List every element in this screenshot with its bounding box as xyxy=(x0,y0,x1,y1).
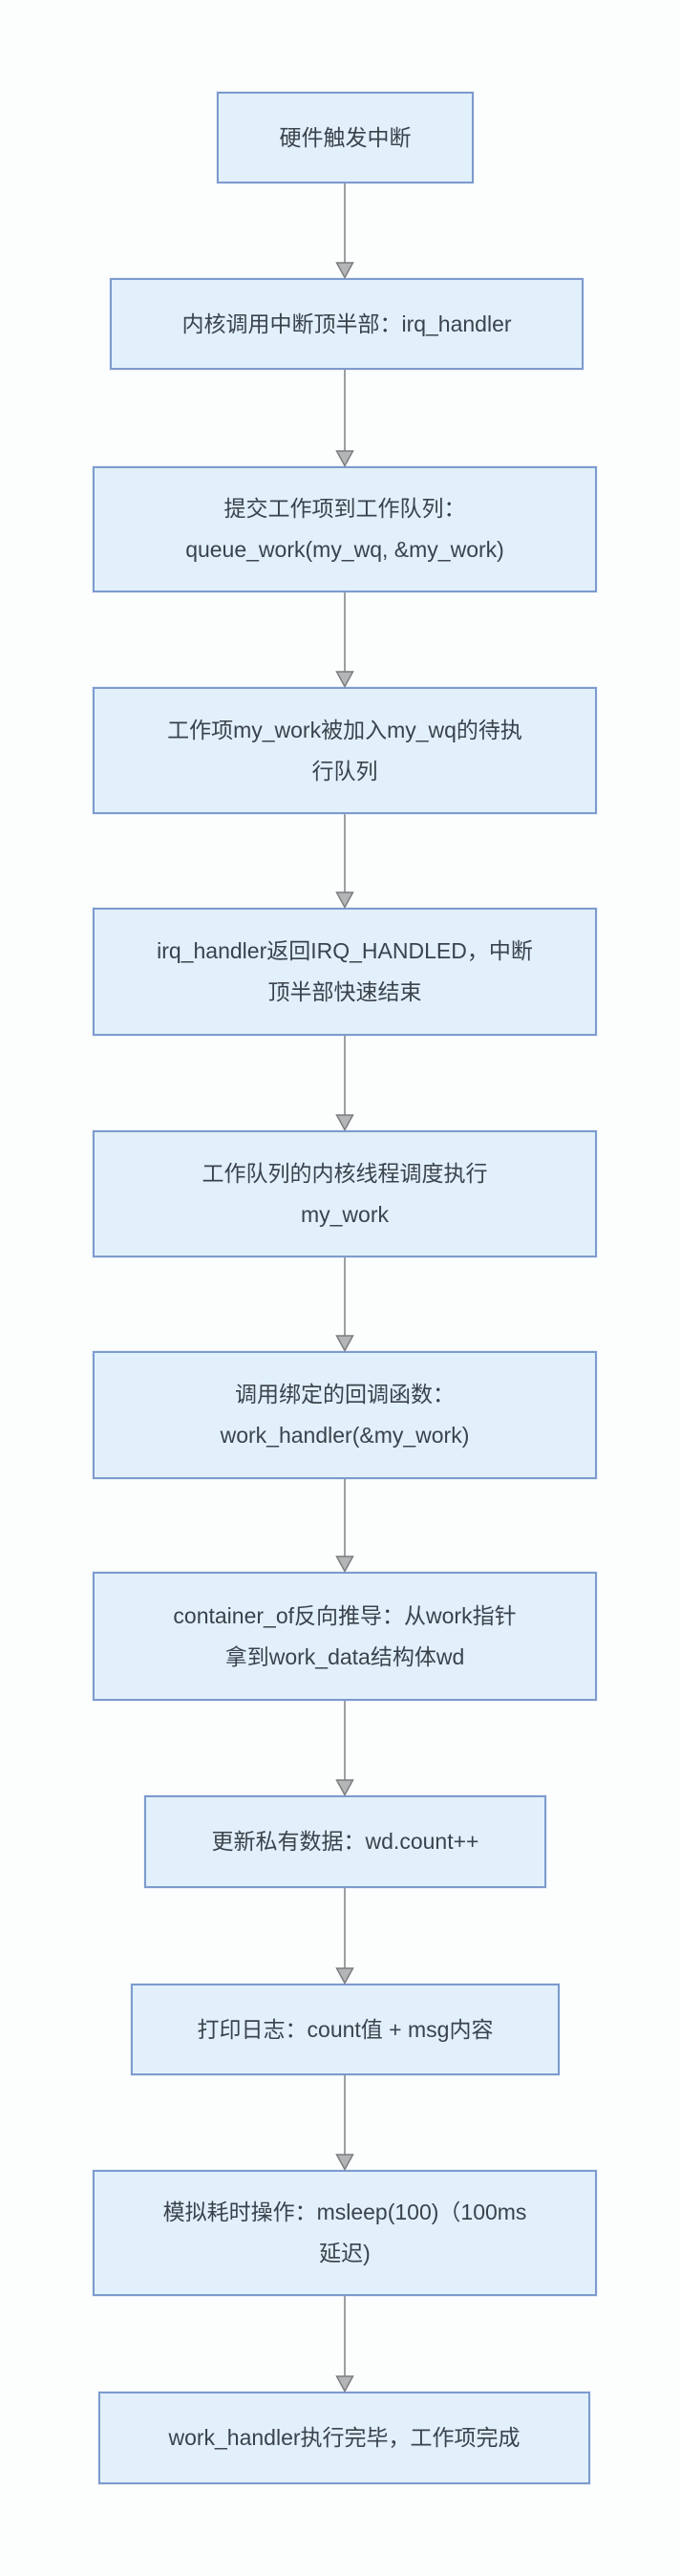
connector-line xyxy=(344,2075,346,2157)
connector-line xyxy=(344,814,346,894)
flow-node-12-label: work_handler执行完毕，工作项完成 xyxy=(168,2425,521,2450)
flow-node-6-label: 工作队列的内核线程调度执行 xyxy=(202,1160,488,1186)
flow-node-5: irq_handler返回IRQ_HANDLED，中断顶半部快速结束 xyxy=(93,908,597,1036)
flow-node-12: work_handler执行完毕，工作项完成 xyxy=(98,2392,590,2484)
flow-node-5-label: irq_handler返回IRQ_HANDLED，中断 xyxy=(157,938,533,963)
flow-node-9-label: 更新私有数据：wd.count++ xyxy=(211,1829,479,1854)
flow-node-11-label: 延迟) xyxy=(319,2241,371,2265)
connector-line xyxy=(344,1701,346,1782)
flow-node-10: 打印日志：count值 + msg内容 xyxy=(131,1984,560,2075)
flow-node-4-label: 行队列 xyxy=(311,758,378,784)
connector-line xyxy=(344,183,346,265)
arrowhead-icon xyxy=(335,1779,354,1796)
connector-line xyxy=(344,1888,346,1970)
flow-node-3-label: queue_work(my_wq, &my_work) xyxy=(185,537,504,562)
flow-node-4-label: 工作项my_work被加入my_wq的待执 xyxy=(167,717,522,742)
arrowhead-icon xyxy=(335,450,354,467)
connector-line xyxy=(344,370,346,453)
arrowhead-icon xyxy=(335,262,354,279)
flow-node-1-label: 硬件触发中断 xyxy=(279,124,412,150)
flow-node-7-label: 调用绑定的回调函数： xyxy=(235,1382,455,1406)
flow-node-6: 工作队列的内核线程调度执行 my_work xyxy=(93,1130,597,1257)
flow-node-5-label: 顶半部快速结束 xyxy=(267,979,422,1004)
flow-node-10-label: 打印日志：count值 + msg内容 xyxy=(197,2016,494,2042)
connector-line xyxy=(344,2296,346,2378)
flow-node-11: 模拟耗时操作：msleep(100)（100ms 延迟) xyxy=(93,2170,597,2296)
flow-node-7-label: work_handler(&my_work) xyxy=(220,1423,470,1448)
flow-node-4: 工作项my_work被加入my_wq的待执行队列 xyxy=(93,687,597,814)
arrowhead-icon xyxy=(335,891,354,909)
arrowhead-icon xyxy=(335,2154,354,2171)
flow-node-8-label: 拿到work_data结构体wd xyxy=(224,1643,465,1669)
arrowhead-icon xyxy=(335,671,354,688)
flow-node-8-label: container_of反向推导：从work指针 xyxy=(173,1602,517,1628)
flow-node-9: 更新私有数据：wd.count++ xyxy=(144,1795,546,1888)
flow-node-7: 调用绑定的回调函数： work_handler(&my_work) xyxy=(93,1351,597,1479)
arrowhead-icon xyxy=(335,2375,354,2393)
flow-node-6-label: my_work xyxy=(300,1201,389,1227)
arrowhead-icon xyxy=(335,1556,354,1573)
arrowhead-icon xyxy=(335,1967,354,1985)
connector-line xyxy=(344,1036,346,1117)
flow-node-1: 硬件触发中断 xyxy=(217,92,474,183)
connector-line xyxy=(344,1479,346,1558)
arrowhead-icon xyxy=(335,1335,354,1352)
flow-node-2: 内核调用中断顶半部：irq_handler xyxy=(110,278,584,370)
flow-node-8: container_of反向推导：从work指针拿到work_data结构体wd xyxy=(93,1572,597,1701)
flow-node-2-label: 内核调用中断顶半部：irq_handler xyxy=(181,311,512,336)
flow-node-11-label: 模拟耗时操作：msleep(100)（100ms xyxy=(162,2200,527,2224)
connector-line xyxy=(344,592,346,674)
flow-node-3-label: 提交工作项到工作队列： xyxy=(223,496,466,521)
connector-line xyxy=(344,1257,346,1338)
flow-node-3: 提交工作项到工作队列： queue_work(my_wq, &my_work) xyxy=(93,466,597,592)
arrowhead-icon xyxy=(335,1114,354,1131)
